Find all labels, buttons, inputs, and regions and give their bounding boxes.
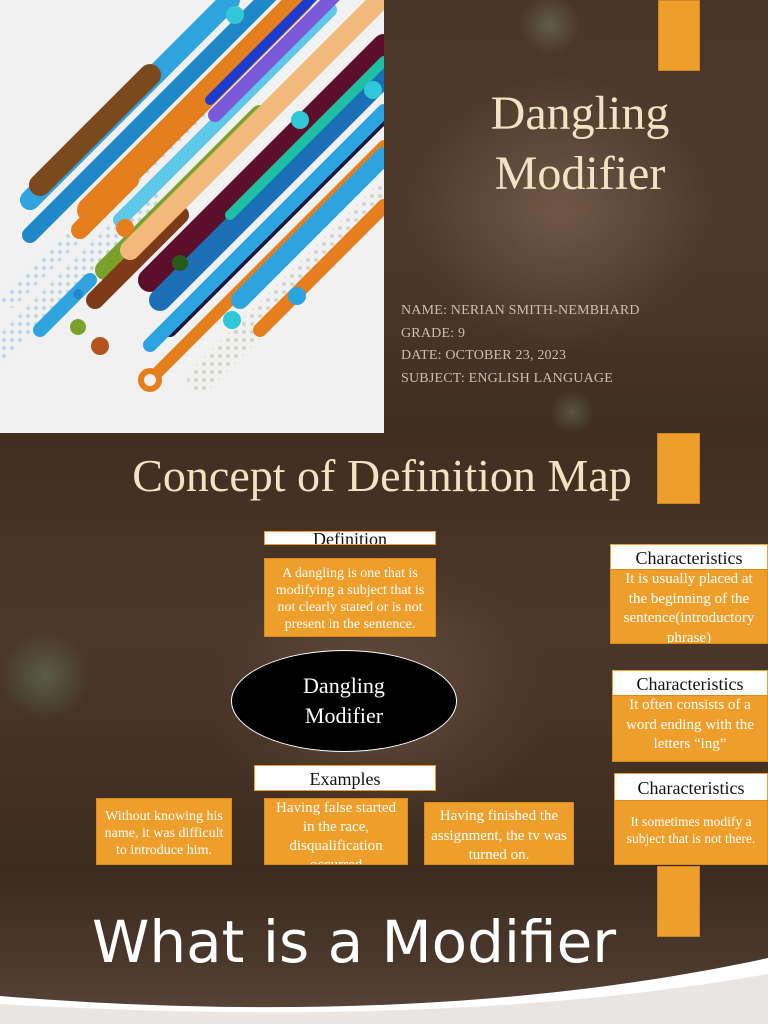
orange-accent-tab: [658, 0, 700, 71]
presentation-subject: SUBJECT: ENGLISH LANGUAGE: [401, 370, 613, 386]
characteristics-box-1: It is usually placed at the beginning of…: [610, 569, 768, 644]
decorative-curve: [0, 958, 768, 1024]
example-box-3: Having finished the assignment, the tv w…: [424, 802, 574, 865]
orange-accent-tab: [657, 433, 700, 504]
orange-accent-tab: [657, 866, 700, 937]
definition-header: Definition: [264, 531, 436, 545]
characteristics-box-2: It often consists of a word ending with …: [612, 695, 768, 762]
slide-title: Concept of Definition Map: [132, 450, 632, 501]
title-line-1: Dangling: [490, 87, 670, 140]
title-slide: Dangling Modifier NAME: NERIAN SMITH-NEM…: [0, 0, 768, 433]
presentation-date: DATE: OCTOBER 23, 2023: [401, 348, 567, 363]
slide-title: What is a Modifier: [92, 908, 617, 976]
presenter-grade: GRADE: 9: [401, 325, 466, 341]
example-box-1: Without knowing his name, it was difficu…: [96, 798, 232, 865]
characteristics-header-1: Characteristics: [610, 544, 768, 570]
presentation-title: Dangling Modifier: [430, 84, 730, 204]
concept-map-slide: Concept of Definition Map Definition A d…: [0, 433, 768, 866]
example-box-2: Having false started in the race, disqua…: [264, 798, 408, 865]
characteristics-box-3: It sometimes modify a subject that is no…: [614, 800, 768, 865]
presenter-name: NAME: NERIAN SMITH-NEMBHARD: [401, 303, 640, 318]
center-concept-oval: Dangling Modifier: [231, 650, 457, 752]
center-line-1: Dangling: [303, 673, 385, 698]
abstract-stripes-illustration: [0, 0, 384, 433]
diagonal-stripes-graphic: [0, 0, 384, 393]
definition-box: A dangling is one that is modifying a su…: [264, 558, 436, 637]
modifier-slide: What is a Modifier: [0, 866, 768, 1024]
presenter-details: NAME: NERIAN SMITH-NEMBHARD GRADE: 9 DAT…: [401, 300, 640, 390]
characteristics-header-3: Characteristics: [614, 773, 768, 801]
examples-header: Examples: [254, 765, 436, 791]
characteristics-header-2: Characteristics: [612, 670, 768, 696]
title-line-2: Modifier: [494, 147, 666, 200]
center-line-2: Modifier: [304, 703, 384, 728]
